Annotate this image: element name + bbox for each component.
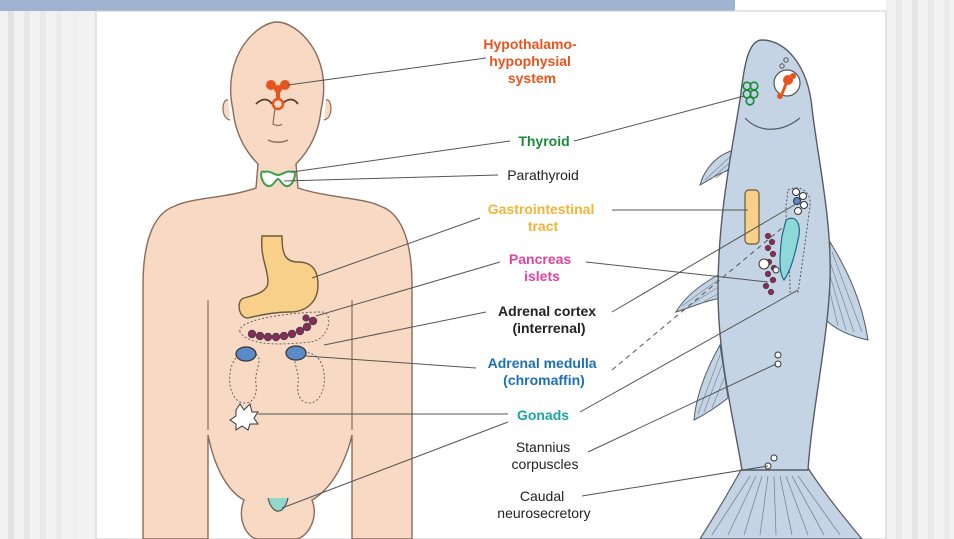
top-banner [0, 0, 735, 11]
label-hypothalamo-line1: Hypothalamo- [483, 36, 577, 52]
label-stannius-corpuscles: Stannius corpuscles [512, 439, 579, 472]
label-gastro-line1: Gastrointestinal [488, 201, 595, 217]
label-adrenal-medulla: Adrenal medulla (chromaffin) [488, 355, 601, 388]
label-gastro-line2: tract [528, 218, 559, 234]
fish-gut [745, 190, 759, 244]
label-pancreas-line2: islets [524, 268, 560, 284]
label-parathyroid: Parathyroid [507, 167, 579, 183]
label-caudal-line2: neurosecretory [497, 505, 590, 521]
label-adrenal-cortex: Adrenal cortex (interrenal) [498, 303, 600, 336]
label-stannius-line2: corpuscles [512, 456, 579, 472]
label-adrenal-medulla-line2: (chromaffin) [503, 372, 585, 388]
label-caudal-line1: Caudal [520, 488, 564, 504]
label-gonads: Gonads [517, 407, 569, 423]
label-stannius-line1: Stannius [516, 439, 570, 455]
label-pancreas-line1: Pancreas [509, 251, 571, 267]
label-adrenal-cortex-line1: Adrenal cortex [498, 303, 596, 319]
label-adrenal-cortex-line2: (interrenal) [512, 320, 585, 336]
label-hypothalamo-line3: system [508, 70, 556, 86]
label-adrenal-medulla-line1: Adrenal medulla [488, 355, 597, 371]
label-thyroid: Thyroid [518, 133, 569, 149]
label-hypothalamo-line2: hypophysial [489, 53, 571, 69]
